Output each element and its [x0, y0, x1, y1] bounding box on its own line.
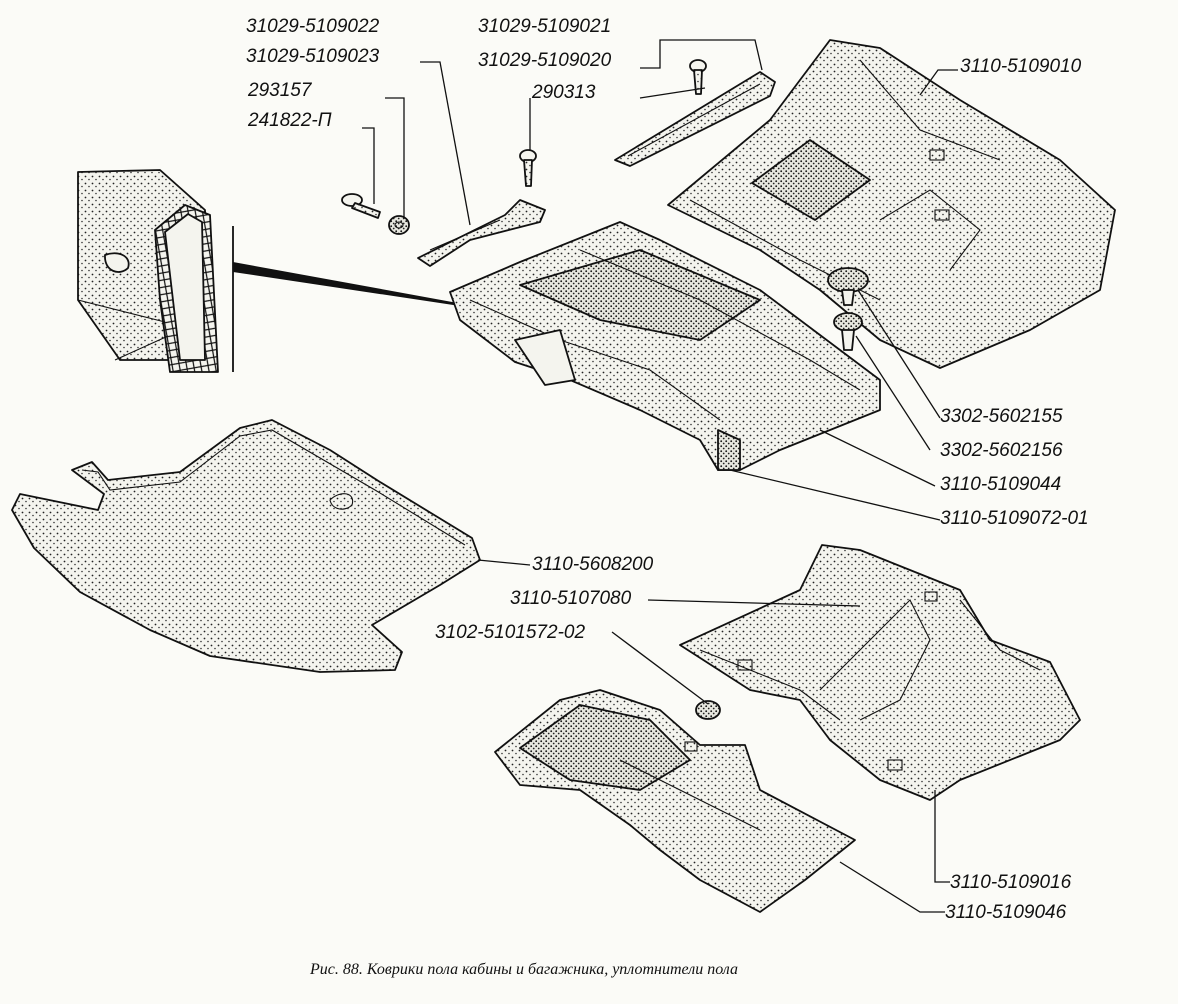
label-3102-5101572-02: 3102-5101572-02 [435, 622, 585, 643]
screw-290313 [519, 149, 537, 187]
label-3302-5602156: 3302-5602156 [940, 440, 1063, 461]
label-3110-5109010: 3110-5109010 [960, 56, 1082, 77]
floor-cover-3110-5109044 [449, 221, 881, 471]
screw-241822 [341, 193, 381, 219]
label-3110-5109044: 3110-5109044 [940, 474, 1061, 495]
screw-31029-5109020 [689, 59, 707, 95]
label-3110-5608200: 3110-5608200 [532, 554, 654, 575]
label-31029-5109022: 31029-5109022 [246, 16, 380, 37]
front-mat-3110-5109016 [679, 544, 1081, 801]
trunk-mat-3110-5608200 [11, 419, 481, 673]
label-3110-5107080: 3110-5107080 [510, 588, 632, 609]
seal-3302-5602155 [827, 267, 869, 306]
part-labels: 31029-5109022 31029-5109023 293157 24182… [246, 16, 1089, 923]
label-290313: 290313 [531, 82, 596, 103]
leader-lines [362, 39, 958, 913]
rear-mat-3110-5109046 [494, 689, 856, 913]
label-3110-5109046: 3110-5109046 [945, 902, 1067, 923]
label-3110-5109016: 3110-5109016 [950, 872, 1072, 893]
nut-293157 [388, 215, 410, 235]
label-3110-5109072-01: 3110-5109072-01 [940, 508, 1089, 529]
floor-mat-3110-5109010 [667, 39, 1116, 369]
figure-caption: Рис. 88. Коврики пола кабины и багажника… [309, 961, 738, 978]
label-3302-5602155: 3302-5602155 [940, 406, 1063, 427]
label-293157: 293157 [247, 80, 313, 101]
seal-3302-5602156 [833, 312, 863, 351]
sill-plate-31029-5109022 [417, 199, 546, 267]
label-241822-p: 241822-П [247, 110, 332, 131]
sill-plate-31029-5109021 [614, 71, 776, 167]
label-31029-5109021: 31029-5109021 [478, 16, 611, 37]
label-31029-5109020: 31029-5109020 [478, 50, 612, 71]
plug-3102-5101572-02 [695, 700, 721, 720]
seal-section-detail [77, 169, 540, 373]
label-31029-5109023: 31029-5109023 [246, 46, 380, 67]
